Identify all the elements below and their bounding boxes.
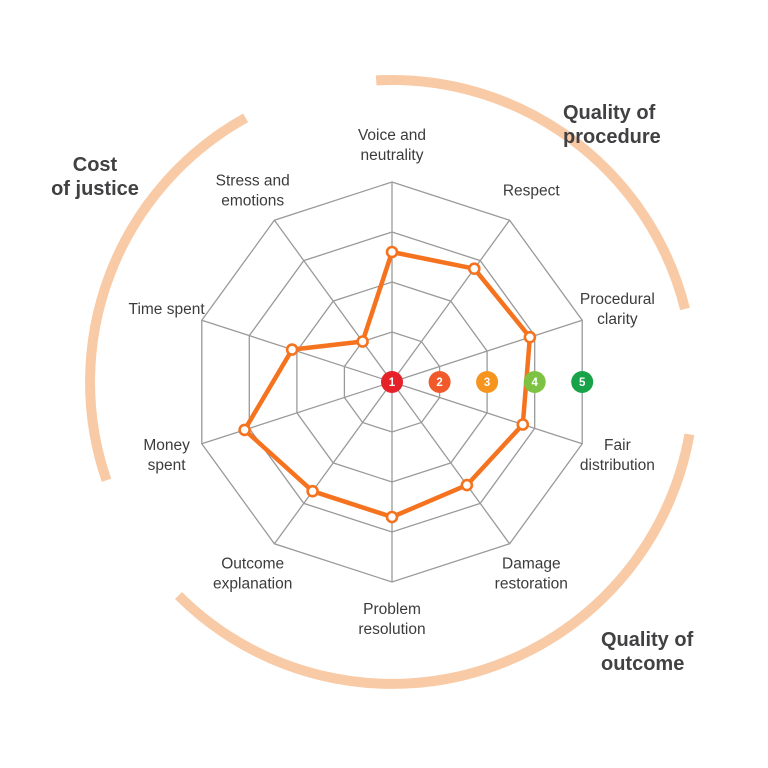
data-point	[356, 335, 369, 348]
section-arc-quality-of-procedure	[375, 74, 690, 311]
scale-marker-number: 2	[436, 377, 442, 389]
axis-label-line: Money	[143, 437, 190, 454]
data-point	[460, 478, 474, 492]
data-point	[523, 330, 537, 344]
axis-label: Procedural clarity	[580, 291, 655, 328]
axis-label-line: resolution	[358, 621, 425, 638]
section-arc-quality-of-outcome	[174, 433, 695, 689]
radar-grid	[201, 181, 583, 583]
scale-markers: 1 2 3 4 5	[381, 371, 594, 393]
axis-label-line: Fair	[604, 437, 631, 454]
axis-label-line: Outcome	[221, 556, 284, 573]
section-label-quality-of-procedure: Quality of procedure	[563, 102, 661, 148]
section-arc-cost-of-justice	[85, 113, 249, 482]
axis-label-line: Problem	[363, 601, 421, 618]
axis-label: Voice and neutrality	[358, 127, 426, 164]
data-point	[516, 418, 530, 431]
axis-spoke	[391, 319, 583, 383]
axis-spoke	[273, 219, 393, 383]
axis-label: Stress and emotions	[216, 172, 290, 209]
axis-label-line: spent	[148, 457, 187, 474]
axis-label-line: clarity	[597, 311, 638, 328]
scale-marker-number: 5	[579, 377, 586, 389]
axis-spoke	[273, 381, 393, 545]
axis-label: Damage restoration	[495, 556, 568, 593]
axis-label-line: distribution	[580, 457, 655, 474]
data-point	[385, 510, 399, 524]
axis-spoke	[201, 381, 393, 445]
scale-marker-1	[381, 371, 403, 393]
axis-spoke	[391, 219, 511, 383]
scale-marker-number: 1	[389, 377, 396, 389]
scale-marker-3	[476, 371, 499, 393]
data-point	[467, 262, 481, 276]
axis-label: Money spent	[143, 437, 190, 474]
axis-label-line: Damage	[502, 556, 561, 573]
axis-label-line: restoration	[495, 576, 568, 593]
section-label-cost-of-justice: Cost of justice	[51, 154, 139, 200]
axis-label: Time spent	[129, 301, 206, 318]
axis-label-line: Time spent	[129, 301, 206, 318]
axis-label-line: Respect	[503, 182, 561, 199]
data-series	[238, 245, 537, 524]
data-point	[385, 245, 399, 259]
axis-label-line: neutrality	[361, 147, 424, 164]
data-point	[238, 423, 251, 437]
axis-label: Fair distribution	[580, 437, 655, 474]
axis-label: Respect	[503, 182, 561, 199]
axis-label-line: emotions	[221, 192, 284, 209]
data-point	[306, 484, 319, 498]
axis-label-line: explanation	[213, 576, 292, 593]
axis-label: Outcome explanation	[213, 556, 292, 593]
axis-label-line: Stress and	[216, 172, 290, 189]
section-label-quality-of-outcome: Quality of outcome	[601, 629, 694, 675]
scale-marker-4	[523, 371, 546, 393]
axis-label-line: Procedural	[580, 291, 655, 308]
axis-label: Problem resolution	[358, 601, 425, 638]
scale-marker-5	[571, 371, 594, 393]
scale-marker-number: 3	[484, 377, 490, 389]
axis-spoke	[391, 381, 511, 545]
data-point	[285, 343, 299, 356]
axis-spoke	[391, 381, 583, 445]
axis-label-line: Voice and	[358, 127, 426, 144]
scale-marker-2	[428, 371, 451, 393]
section-arcs	[85, 74, 695, 689]
scale-marker-number: 4	[531, 377, 538, 389]
